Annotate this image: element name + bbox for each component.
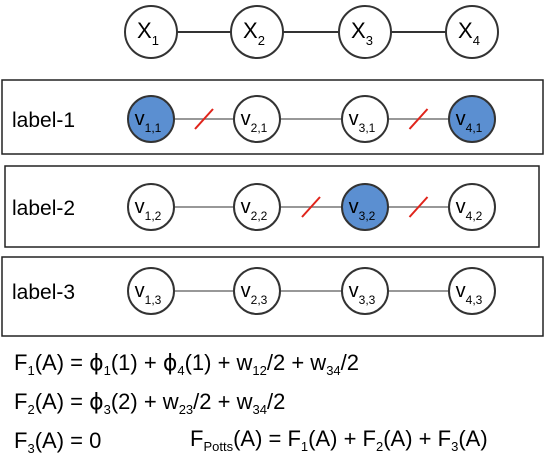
top-node-x4-label: X4	[458, 18, 480, 48]
row-1-node-4-subscript: 4,1	[466, 121, 483, 135]
row-3-node-2-subscript: 2,3	[251, 293, 268, 307]
row-3-node-1-subscript: 1,3	[145, 293, 162, 307]
top-node-x2-symbol: X	[243, 18, 258, 43]
equation-f3: F3(A) = 0	[14, 428, 102, 456]
row-3-label: label-3	[12, 281, 75, 304]
row-3-node-4-circle	[448, 267, 496, 315]
row-3-node-4-label: v4,3	[456, 280, 483, 307]
row-1-node-1-symbol: v	[135, 108, 145, 130]
row-2-node-4: v4,2	[448, 183, 496, 231]
row-2-cut-mark-2	[301, 196, 321, 218]
top-node-x1-label: X1	[137, 18, 159, 48]
top-node-x4: X4	[445, 5, 499, 59]
row-2-node-1-symbol: v	[135, 196, 145, 218]
row-2-node-2-symbol: v	[241, 196, 251, 218]
row-2-node-3-subscript: 3,2	[359, 209, 376, 223]
row-2-node-1-circle	[127, 183, 175, 231]
row-3-node-2-label: v2,3	[241, 280, 268, 307]
row-2-cut-mark-3	[408, 196, 429, 218]
row-1-node-3-symbol: v	[349, 108, 359, 130]
row-2-node-1: v1,2	[127, 183, 175, 231]
row-2-node-4-subscript: 4,2	[466, 209, 483, 223]
row-1-node-4-circle	[448, 95, 496, 143]
row-1-node-4: v4,1	[448, 95, 496, 143]
row-1-node-2: v2,1	[233, 95, 281, 143]
row-2-node-2-circle	[233, 183, 281, 231]
row-2-node-2-subscript: 2,2	[251, 209, 268, 223]
top-node-x4-circle	[445, 5, 499, 59]
equation-f1: F1(A) = ϕ1(1) + ϕ4(1) + w12/2 + w34/2	[14, 350, 360, 378]
row-3-node-1-symbol: v	[135, 280, 145, 302]
row-1-node-2-circle	[233, 95, 281, 143]
row-3-node-4-symbol: v	[456, 280, 466, 302]
top-node-x3-symbol: X	[351, 18, 366, 43]
top-node-x2-circle	[230, 5, 284, 59]
row-1-node-2-symbol: v	[241, 108, 251, 130]
row-2-node-2-label: v2,2	[241, 196, 268, 223]
row-2-node-3: v3,2	[341, 183, 389, 231]
row-2-node-3-symbol: v	[349, 196, 359, 218]
row-2-node-4-symbol: v	[456, 196, 466, 218]
top-node-x1-subscript: 1	[152, 33, 159, 48]
row-1-node-2-subscript: 2,1	[251, 121, 268, 135]
row-3-node-4-subscript: 4,3	[466, 293, 483, 307]
row-2-node-3-label: v3,2	[349, 196, 376, 223]
top-node-x2-label: X2	[243, 18, 265, 48]
row-3-box	[1, 256, 544, 337]
row-1-node-3-subscript: 3,1	[359, 121, 376, 135]
row-1-node-3-label: v3,1	[349, 108, 376, 135]
top-node-x2: X2	[230, 5, 284, 59]
row-1-box	[1, 79, 544, 155]
row-2-box	[4, 165, 540, 248]
top-node-x1: X1	[124, 5, 178, 59]
top-node-x3-label: X3	[351, 18, 373, 48]
row-1-node-1: v1,1	[127, 95, 175, 143]
top-node-x3-subscript: 3	[366, 33, 373, 48]
row-1-node-3-circle	[341, 95, 389, 143]
row-1-node-3: v3,1	[341, 95, 389, 143]
row-3-node-2-circle	[233, 267, 281, 315]
row-1-node-1-label: v1,1	[135, 108, 162, 135]
equation-f2: F2(A) = ϕ3(2) + w23/2 + w34/2	[14, 389, 286, 417]
row-3-node-1-circle	[127, 267, 175, 315]
top-node-x2-subscript: 2	[258, 33, 265, 48]
row-2-label: label-2	[12, 197, 75, 220]
row-1-cut-mark-3	[408, 108, 429, 130]
equation-f-potts: FPotts(A) = F1(A) + F2(A) + F3(A)	[190, 426, 488, 454]
row-2-node-4-circle	[448, 183, 496, 231]
top-node-x3-circle	[338, 5, 392, 59]
row-3-node-1: v1,3	[127, 267, 175, 315]
row-2-node-2: v2,2	[233, 183, 281, 231]
row-2-node-1-label: v1,2	[135, 196, 162, 223]
row-2-node-1-subscript: 1,2	[145, 209, 162, 223]
row-1-label: label-1	[12, 109, 75, 132]
row-3-node-4: v4,3	[448, 267, 496, 315]
row-3-node-3-subscript: 3,3	[359, 293, 376, 307]
row-1-node-4-symbol: v	[456, 108, 466, 130]
top-node-x3: X3	[338, 5, 392, 59]
row-3-node-3: v3,3	[341, 267, 389, 315]
row-1-node-1-circle	[127, 95, 175, 143]
row-3-node-3-label: v3,3	[349, 280, 376, 307]
row-3-node-3-circle	[341, 267, 389, 315]
top-node-x4-subscript: 4	[473, 33, 480, 48]
row-3-node-2-symbol: v	[241, 280, 251, 302]
row-1-node-2-label: v2,1	[241, 108, 268, 135]
row-3-node-3-symbol: v	[349, 280, 359, 302]
top-node-x4-symbol: X	[458, 18, 473, 43]
row-2-node-4-label: v4,2	[456, 196, 483, 223]
row-3-node-1-label: v1,3	[135, 280, 162, 307]
row-1-cut-mark-1	[194, 108, 214, 130]
row-1-node-1-subscript: 1,1	[145, 121, 162, 135]
row-1-node-4-label: v4,1	[456, 108, 483, 135]
row-2-node-3-circle	[341, 183, 389, 231]
top-node-x1-circle	[124, 5, 178, 59]
row-3-node-2: v2,3	[233, 267, 281, 315]
top-node-x1-symbol: X	[137, 18, 152, 43]
